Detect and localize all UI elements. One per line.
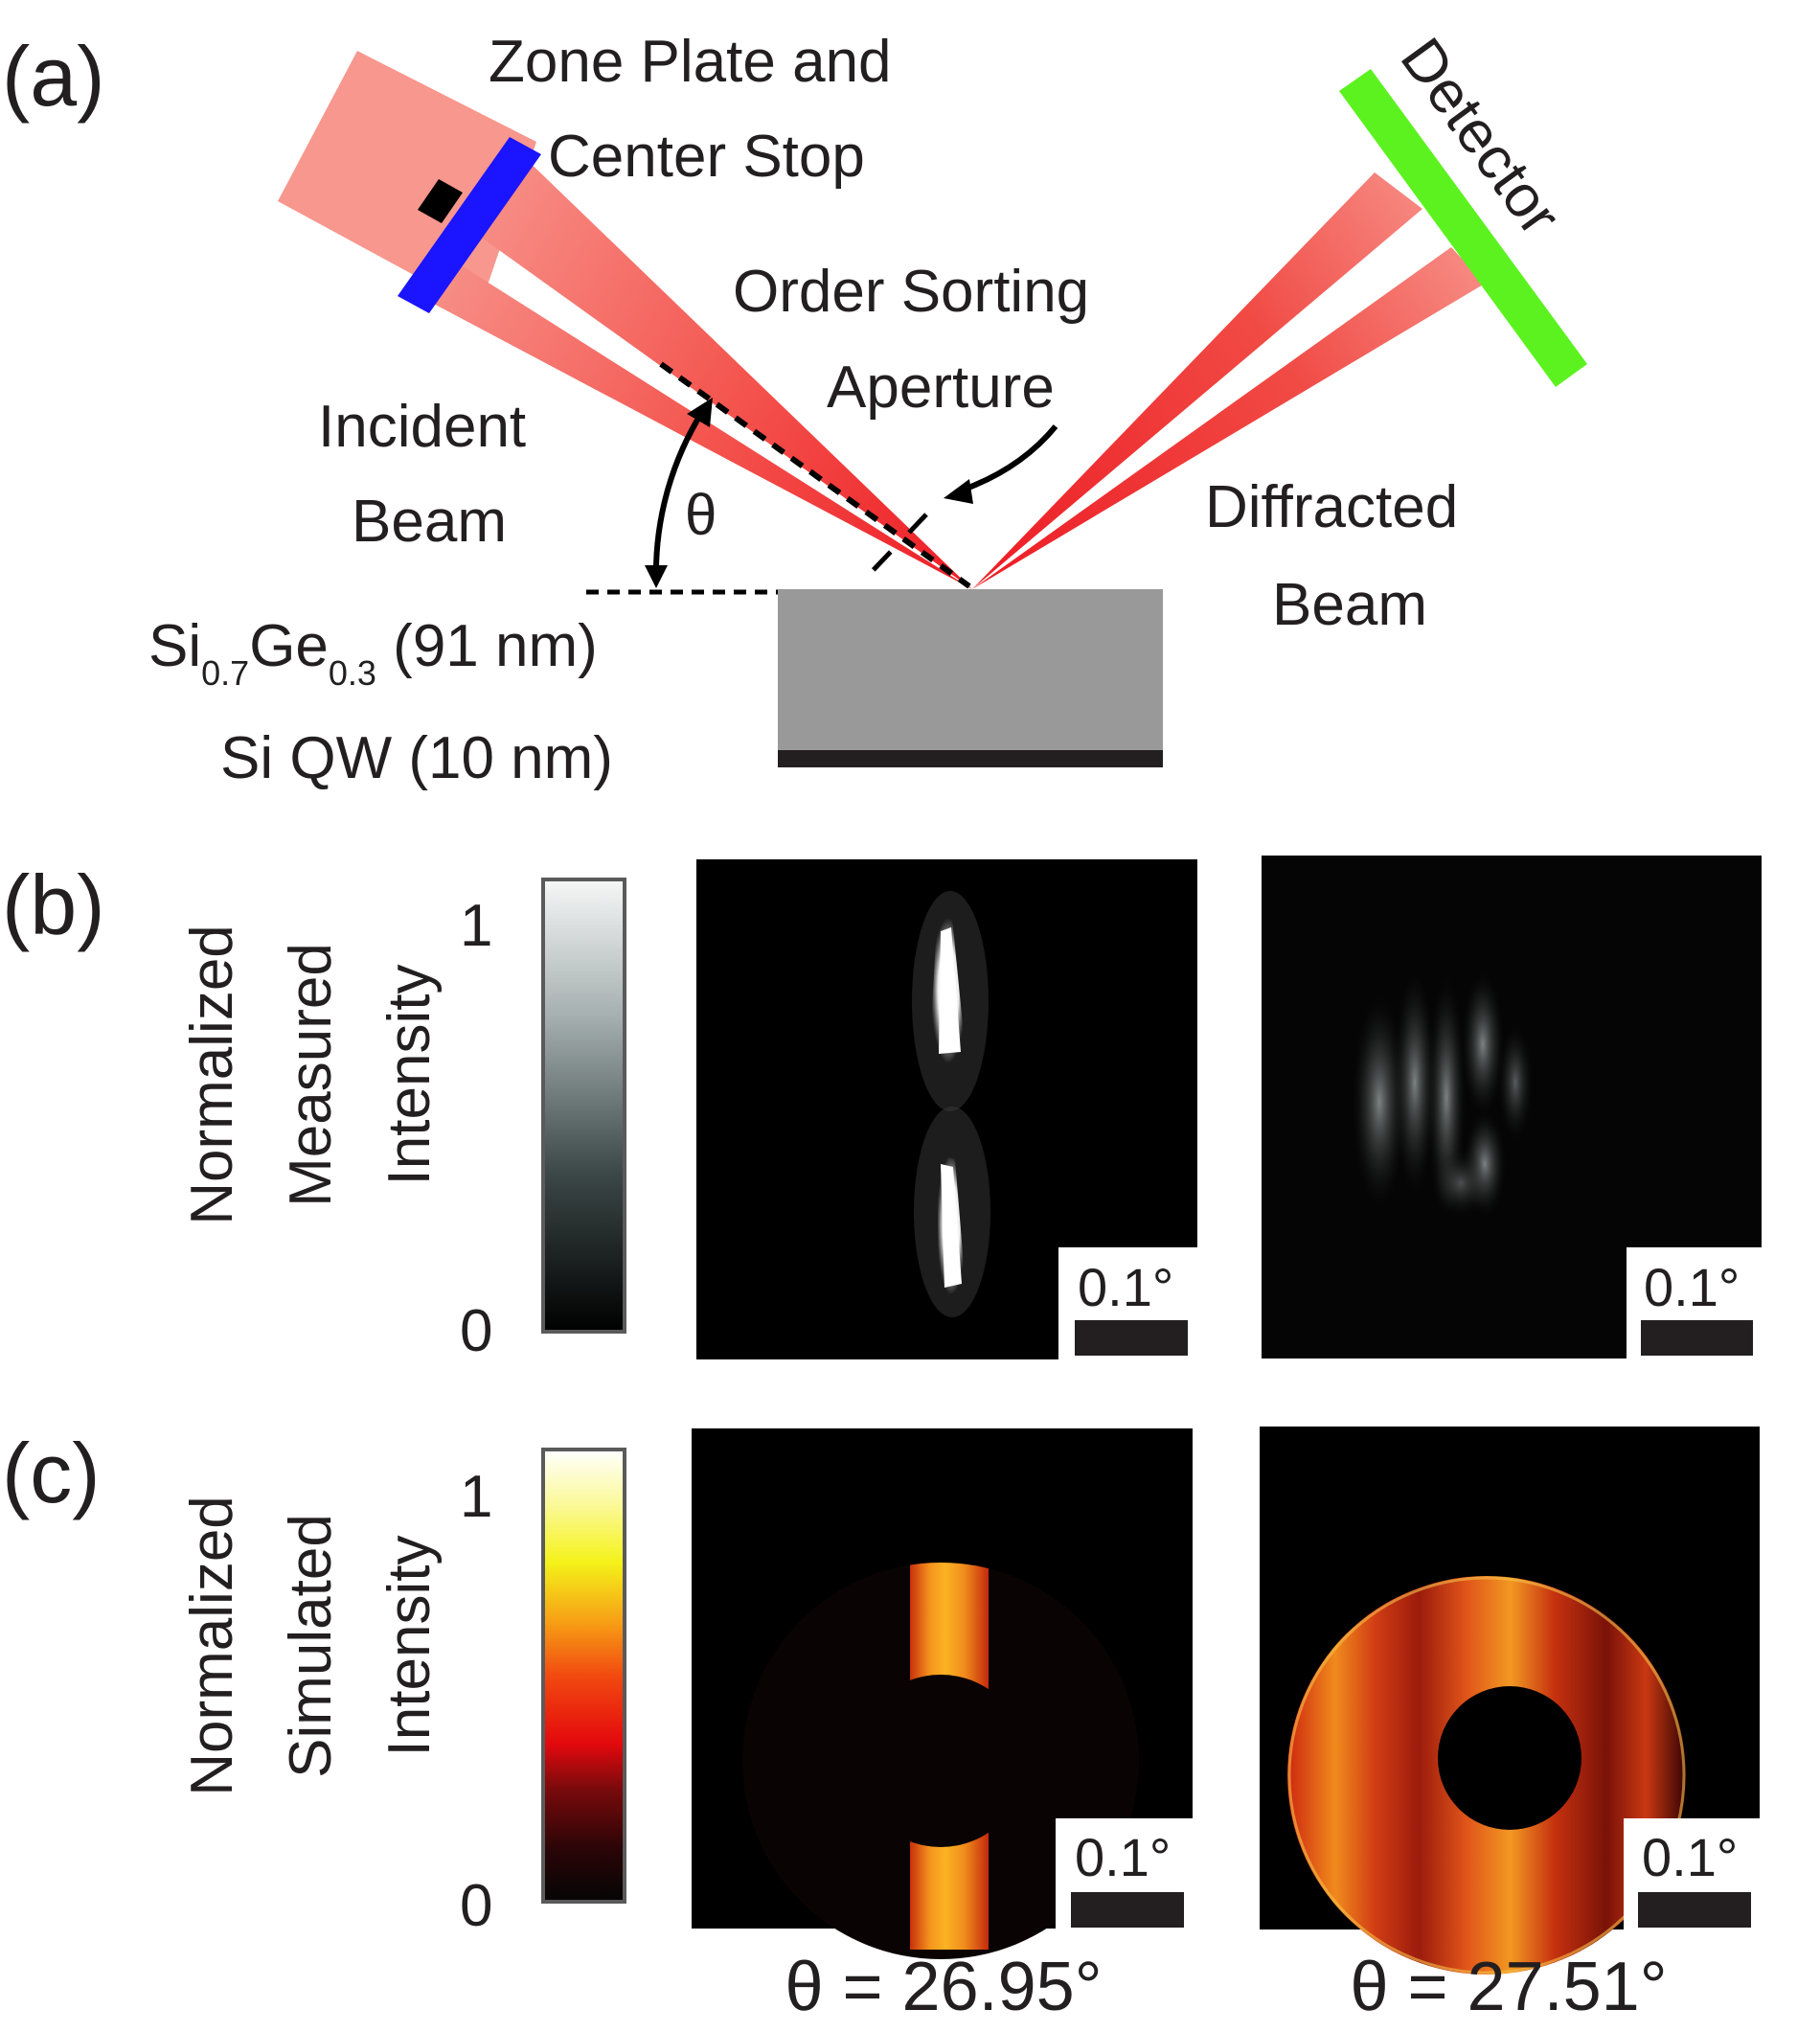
beam-axis-dashed-line xyxy=(659,361,971,589)
sige-layer xyxy=(778,589,1163,750)
zone-plate xyxy=(398,137,541,313)
panel-c-simulated: (c) Normalized Simulated Intensity 1 0 0… xyxy=(2,1426,1760,1975)
measured-scalebar-right-text: 0.1° xyxy=(1644,1257,1740,1317)
measured-colorbar-min: 0 xyxy=(460,1298,492,1364)
sige-thickness: (91 nm) xyxy=(376,613,598,679)
simulated-colorbar xyxy=(541,1448,626,1904)
simulated-scalebar-left-text: 0.1° xyxy=(1075,1827,1171,1887)
panel-b-ylabel-line3: Intensity xyxy=(376,965,443,1186)
zone-plate-label-line2: Center Stop xyxy=(548,124,865,190)
measured-colorbar xyxy=(541,878,626,1334)
simulated-scalebar-right-text: 0.1° xyxy=(1642,1827,1738,1887)
panel-c-label: (c) xyxy=(2,1426,101,1520)
panel-b-measured: (b) Normalized Measured Intensity 1 0 0.… xyxy=(2,856,1762,1364)
center-stop xyxy=(418,179,463,223)
measured-speckle-pattern xyxy=(1353,972,1533,1217)
diffracted-beam-lower xyxy=(972,247,1485,589)
sige-si-subscript: 0.7 xyxy=(201,653,249,693)
simulated-scalebar-right xyxy=(1638,1892,1751,1928)
simulated-ring-edge xyxy=(1287,1576,1686,1975)
diffracted-label-line1: Diffracted xyxy=(1205,474,1458,540)
panel-a-label: (a) xyxy=(2,29,105,124)
simulated-ring xyxy=(1287,1576,1686,1975)
measured-spot-lower-core xyxy=(941,1164,962,1288)
osa-label-line1: Order Sorting xyxy=(733,259,1089,325)
si-qw-label: Si QW (10 nm) xyxy=(220,725,613,791)
measured-spot-upper-core xyxy=(939,927,961,1054)
sige-ge: Ge xyxy=(249,613,329,679)
measured-scalebar-right xyxy=(1641,1320,1753,1356)
sige-layer-label: Si0.7Ge0.3 (91 nm) xyxy=(148,613,598,693)
panel-c-ylabel-line2: Simulated xyxy=(278,1514,344,1778)
panel-b-ylabel-line1: Normalized xyxy=(179,925,245,1225)
aperture-pointer-arrowhead xyxy=(944,479,973,504)
theta-arrowhead-top xyxy=(687,398,713,427)
measured-scalebar-left-text: 0.1° xyxy=(1078,1257,1173,1317)
caption-left-theta: θ = 26.95° xyxy=(785,1949,1102,2025)
theta-arc xyxy=(652,410,705,582)
theta-arrowhead-bottom xyxy=(645,565,668,588)
incident-beam-lower xyxy=(426,262,972,589)
incident-label-line1: Incident xyxy=(318,394,526,460)
simulated-colorbar-min: 0 xyxy=(460,1873,492,1939)
diffracted-label-line2: Beam xyxy=(1272,572,1427,638)
panel-b-ylabel-line2: Measured xyxy=(278,943,344,1207)
panel-a-schematic: (a) θ Zone Plate and Center Sto xyxy=(2,27,1587,791)
aperture-pointer-arrow xyxy=(959,424,1058,493)
panel-b-label: (b) xyxy=(2,857,105,952)
order-sorting-aperture xyxy=(865,513,928,579)
detector-panel xyxy=(1339,69,1587,387)
sige-ge-subscript: 0.3 xyxy=(329,653,376,693)
diffracted-beam-upper xyxy=(972,172,1422,589)
measured-scalebar-left xyxy=(1075,1320,1188,1356)
incident-label-line2: Beam xyxy=(352,489,507,555)
zone-plate-label-line1: Zone Plate and xyxy=(489,29,892,95)
caption-right-theta: θ = 27.51° xyxy=(1350,1949,1667,2025)
si-qw-layer xyxy=(778,750,1163,767)
panel-c-ylabel-line1: Normalized xyxy=(179,1495,245,1796)
simulated-colorbar-max: 1 xyxy=(460,1464,492,1530)
simulated-scalebar-left xyxy=(1071,1892,1184,1928)
simulated-bar xyxy=(910,1563,989,1954)
theta-symbol: θ xyxy=(685,483,717,547)
sige-si: Si xyxy=(148,613,201,679)
measured-colorbar-max: 1 xyxy=(460,893,492,959)
panel-c-ylabel-line3: Intensity xyxy=(376,1536,443,1757)
osa-label-line2: Aperture xyxy=(827,354,1055,421)
incident-beam-upper xyxy=(472,151,972,589)
